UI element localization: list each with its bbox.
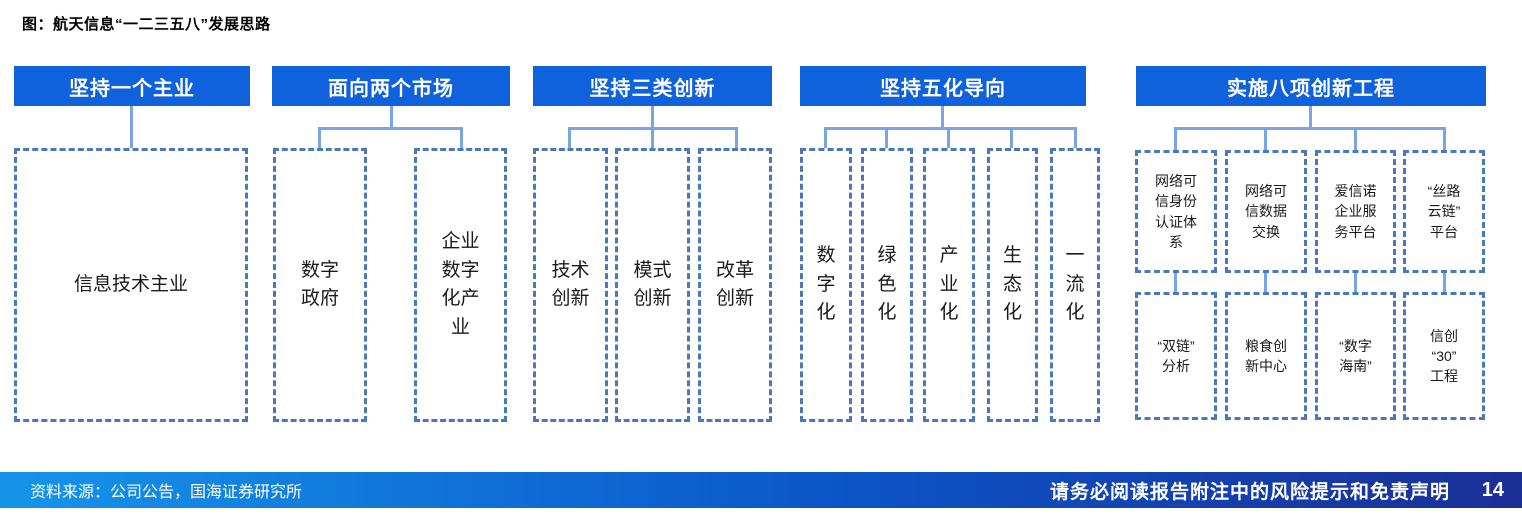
connector-line xyxy=(318,127,463,130)
item-box-tech-innovation: 技术 创新 xyxy=(533,148,608,422)
column-header-five-orientations: 坚持五化导向 xyxy=(800,66,1086,106)
connector-line xyxy=(1309,106,1312,130)
column-header-one-main-business: 坚持一个主业 xyxy=(14,66,250,106)
column-header-three-innovations: 坚持三类创新 xyxy=(533,66,772,106)
connector-line xyxy=(1264,273,1267,292)
connector-line xyxy=(390,106,393,130)
connector-line xyxy=(1264,127,1267,150)
connector-line xyxy=(130,106,133,148)
page-number: 14 xyxy=(1481,478,1504,501)
connector-line xyxy=(1174,127,1446,130)
connector-line xyxy=(824,127,1077,130)
item-box-digitalization: 数 字 化 xyxy=(800,148,852,422)
connector-line xyxy=(651,127,654,148)
item-box-greenization: 绿 色 化 xyxy=(861,148,913,422)
item-box-model-innovation: 模式 创新 xyxy=(615,148,690,422)
connector-line xyxy=(1443,273,1446,292)
page-title: 图：航天信息“一二三五八”发展思路 xyxy=(22,16,271,33)
connector-line xyxy=(1354,127,1357,150)
connector-line xyxy=(941,106,944,130)
item-box-industrialization: 产 业 化 xyxy=(923,148,975,422)
connector-line xyxy=(885,127,888,148)
column-header-two-markets: 面向两个市场 xyxy=(272,66,510,106)
item-box-silkroad-cloudchain-platform: “丝路 云链” 平台 xyxy=(1403,150,1485,273)
connector-line xyxy=(651,106,654,130)
item-box-dual-chain-analysis: “双链” 分析 xyxy=(1135,292,1217,420)
item-box-it-main-business: 信息技术主业 xyxy=(14,148,248,422)
item-box-xinchuang-30-project: 信创 “30” 工程 xyxy=(1403,292,1485,420)
item-box-ecologization: 生 态 化 xyxy=(987,148,1038,422)
source-text: 资料来源：公司公告，国海证券研究所 xyxy=(30,484,303,501)
connector-line xyxy=(824,127,827,148)
item-box-grain-innovation-center: 粮食创 新中心 xyxy=(1225,292,1307,420)
item-box-aisino-service-platform: 爱信诺 企业服 务平台 xyxy=(1315,150,1396,273)
connector-line xyxy=(1074,127,1077,148)
connector-line xyxy=(318,127,321,148)
connector-line xyxy=(1443,127,1446,150)
item-box-digital-hainan: “数字 海南” xyxy=(1315,292,1396,420)
item-box-trusted-data-exchange: 网络可 信数据 交换 xyxy=(1225,150,1307,273)
column-header-eight-projects: 实施八项创新工程 xyxy=(1136,66,1486,106)
item-box-digital-government: 数字 政府 xyxy=(273,148,367,422)
connector-line xyxy=(1174,127,1177,150)
connector-line xyxy=(1354,273,1357,292)
disclaimer-text: 请务必阅读报告附注中的风险提示和免责声明 xyxy=(1049,481,1450,503)
connector-line xyxy=(1010,127,1013,148)
connector-line xyxy=(568,127,571,148)
connector-line xyxy=(947,127,950,148)
connector-line xyxy=(735,127,738,148)
item-box-reform-innovation: 改革 创新 xyxy=(698,148,772,422)
footer-bar: 资料来源：公司公告，国海证券研究所 请务必阅读报告附注中的风险提示和免责声明 1… xyxy=(0,472,1522,508)
item-box-first-class: 一 流 化 xyxy=(1050,148,1100,422)
connector-line xyxy=(1174,273,1177,292)
connector-line xyxy=(460,127,463,148)
item-box-enterprise-digital-industry: 企业 数字 化产 业 xyxy=(414,148,507,422)
item-box-trusted-identity-system: 网络可 信身份 认证体 系 xyxy=(1135,150,1217,273)
